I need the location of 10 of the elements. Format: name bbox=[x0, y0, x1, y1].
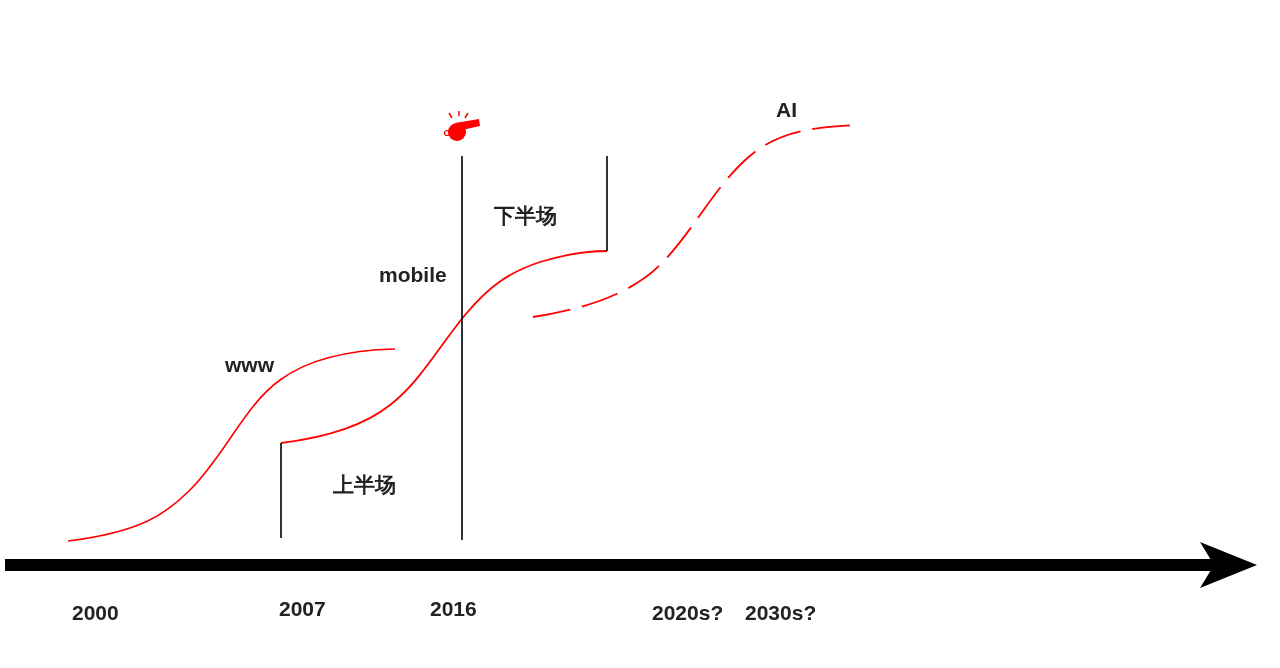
year-label: 2016 bbox=[430, 598, 477, 619]
curve-label: AI bbox=[776, 99, 797, 120]
year-label: 2030s? bbox=[745, 602, 817, 623]
year-label: 2000 bbox=[72, 602, 119, 623]
phase-label: 下半场 bbox=[494, 205, 557, 226]
curve-label: mobile bbox=[379, 264, 447, 285]
year-label: 2020s? bbox=[652, 602, 724, 623]
year-label: 2007 bbox=[279, 598, 326, 619]
phase-label: 上半场 bbox=[333, 474, 396, 495]
curve-label: www bbox=[225, 354, 274, 375]
